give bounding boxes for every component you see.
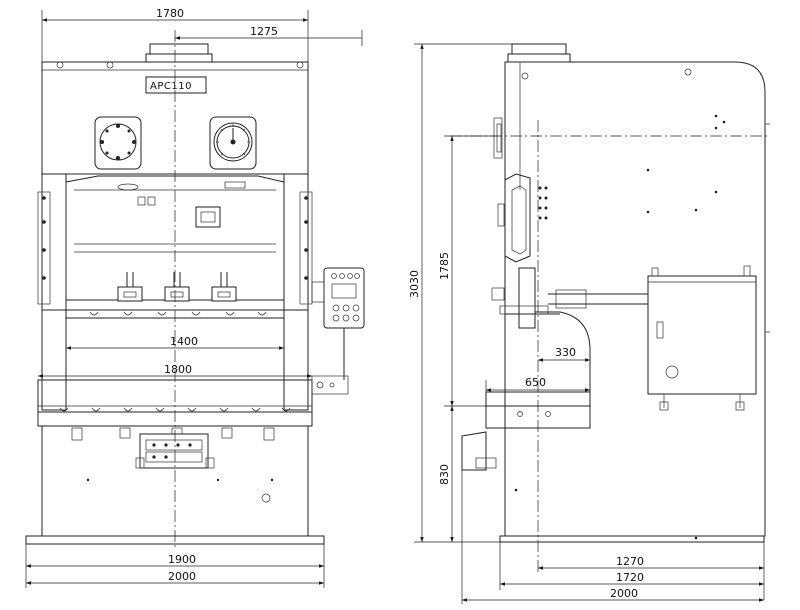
knockout-units bbox=[117, 272, 237, 302]
electrical-cabinet bbox=[647, 265, 757, 411]
control-panel bbox=[311, 267, 365, 395]
dim-1780-text: 1780 bbox=[156, 7, 184, 20]
dim-650-text: 650 bbox=[525, 376, 546, 389]
dim-side-330: 330 bbox=[538, 346, 591, 366]
dim-1720-text: 1720 bbox=[616, 571, 644, 584]
dim-side-1270: 1270 bbox=[538, 542, 765, 600]
dim-side-overall-height: 3030 bbox=[408, 43, 512, 543]
dim-side-1720: 1720 bbox=[499, 542, 764, 590]
dim-330-text: 330 bbox=[555, 346, 576, 359]
dim-1800-text: 1800 bbox=[164, 363, 192, 376]
dim-front-2000: 2000 bbox=[26, 570, 324, 585]
left-gauge bbox=[94, 116, 142, 170]
dim-side-2000-text: 2000 bbox=[610, 587, 638, 600]
dim-side-2000: 2000 bbox=[461, 470, 764, 604]
dim-1400-text: 1400 bbox=[170, 335, 198, 348]
dim-front-1900: 1900 bbox=[25, 544, 325, 588]
dim-front-1800: 1800 bbox=[38, 363, 312, 378]
model-label: APC110 bbox=[150, 81, 192, 92]
side-gib-bolts bbox=[538, 186, 548, 220]
dim-1275-text: 1275 bbox=[250, 25, 278, 38]
dim-1270-text: 1270 bbox=[616, 555, 644, 568]
dim-3030-text: 3030 bbox=[408, 270, 421, 298]
front-view: APC110 bbox=[25, 7, 365, 588]
dim-1785-text: 1785 bbox=[438, 252, 451, 280]
dim-1900-text: 1900 bbox=[168, 553, 196, 566]
model-label-box bbox=[145, 76, 207, 94]
right-gauge bbox=[209, 116, 257, 170]
column-bolts bbox=[42, 196, 308, 280]
dim-front-1400: 1400 bbox=[65, 318, 285, 352]
side-view: 3030 1785 830 330 650 127 bbox=[408, 43, 770, 604]
dim-2000-text: 2000 bbox=[168, 570, 196, 583]
dim-side-lower-height: 830 bbox=[438, 406, 454, 542]
dim-front-center-offset: 1275 bbox=[175, 25, 363, 46]
dim-830-text: 830 bbox=[438, 464, 451, 485]
dim-side-upper-height: 1785 bbox=[438, 135, 498, 407]
dim-side-650: 650 bbox=[485, 376, 590, 396]
dim-front-overall-width: 1780 bbox=[41, 7, 309, 62]
